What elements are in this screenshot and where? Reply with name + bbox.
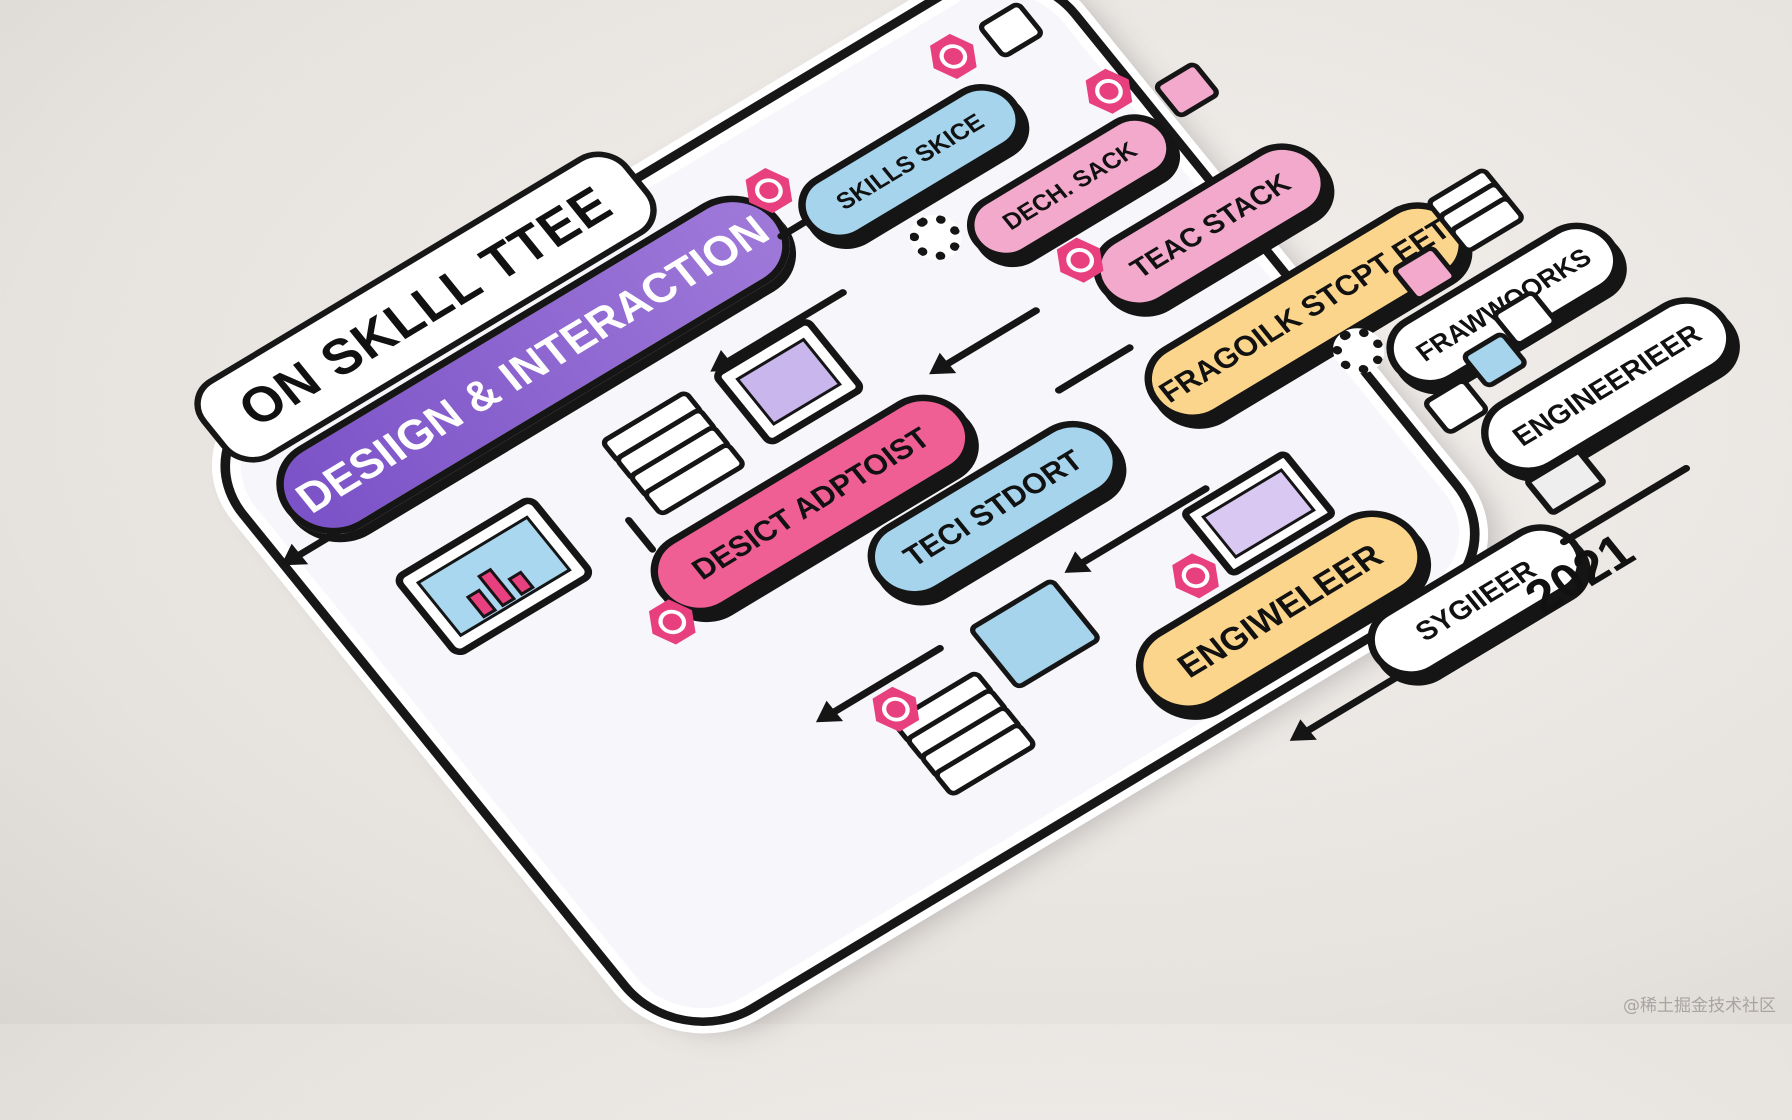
monitor-screen [735,337,842,426]
skill-tree-poster: ON SKLLL TTEE DESIIGN & INTERACTION SKIL… [179,0,1752,1065]
diagram-scene: ON SKLLL TTEE DESIIGN & INTERACTION SKIL… [0,0,1792,1024]
node-label: ENGINEERIEER [1506,318,1708,452]
watermark: @稀土掘金技术社区 [1623,996,1776,1016]
